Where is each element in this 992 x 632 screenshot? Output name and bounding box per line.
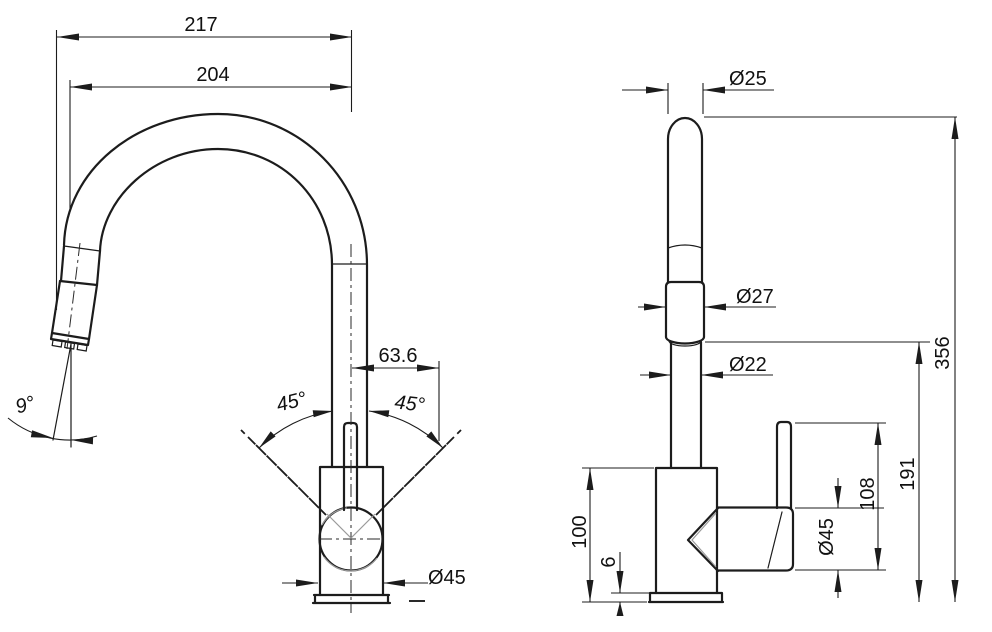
dim-total-reach-label: 217 — [184, 14, 217, 36]
dim-body-height-label: 100 — [569, 515, 591, 548]
spout-outline — [62, 112, 369, 469]
spray-angle-indicator: 9° — [7, 343, 98, 448]
side-view: Ø25 Ø27 Ø22 — [569, 68, 959, 616]
dim-spout-tube-diameter-label: Ø25 — [729, 68, 767, 90]
dim-spout-reach-label: 204 — [196, 64, 229, 86]
dim-handle-offset-label: 63.6 — [379, 345, 418, 367]
faucet-body — [311, 244, 425, 613]
dim-collar-diameter-label: Ø27 — [736, 286, 774, 308]
dim-joint-height: 191 — [897, 342, 923, 602]
side-body — [647, 466, 725, 604]
extension-lines — [704, 116, 957, 571]
collar — [664, 280, 706, 339]
dim-body-diameter: Ø45 — [282, 567, 466, 589]
dim-overall-height-label: 356 — [932, 336, 954, 369]
dim-spout-reach: 204 — [69, 64, 352, 212]
dim-spout-tube-diameter: Ø25 — [622, 68, 774, 114]
dim-handle-offset: 63.6 — [352, 345, 440, 441]
dim-overall-height: 356 — [932, 117, 959, 602]
dim-total-reach: 217 — [55, 14, 353, 310]
handle-housing — [715, 506, 795, 572]
dim-base-thickness-label: 6 — [598, 556, 620, 567]
dim-body-height: 100 — [569, 467, 654, 603]
dim-swivel-left-label: 45° — [274, 388, 309, 417]
nozzle-tabs — [51, 339, 88, 352]
dim-handle-housing-diameter-label: Ø45 — [816, 518, 838, 556]
spout-column — [664, 116, 706, 470]
dim-joint-height-label: 191 — [897, 457, 919, 490]
side-handle — [686, 420, 795, 573]
handle-swivel-range: 45° 45° — [240, 388, 462, 539]
dim-swivel-right-label: 45° — [393, 392, 425, 417]
dim-collar-diameter: Ø27 — [638, 286, 776, 311]
dim-joint-diameter-label: Ø22 — [729, 354, 767, 376]
dim-handle-length: 108 — [857, 423, 882, 570]
handle-lever-side — [775, 420, 793, 510]
dim-spray-angle-label: 9° — [13, 392, 37, 418]
dim-handle-housing-diameter: Ø45 — [816, 478, 842, 598]
dim-body-diameter-label: Ø45 — [428, 567, 466, 589]
front-view: 45° 45° 9° 217 204 — [7, 14, 466, 613]
dim-joint-diameter: Ø22 — [640, 354, 773, 379]
dim-base-thickness: 6 — [598, 552, 649, 616]
dim-handle-length-label: 108 — [857, 477, 879, 510]
spray-head — [49, 242, 102, 352]
